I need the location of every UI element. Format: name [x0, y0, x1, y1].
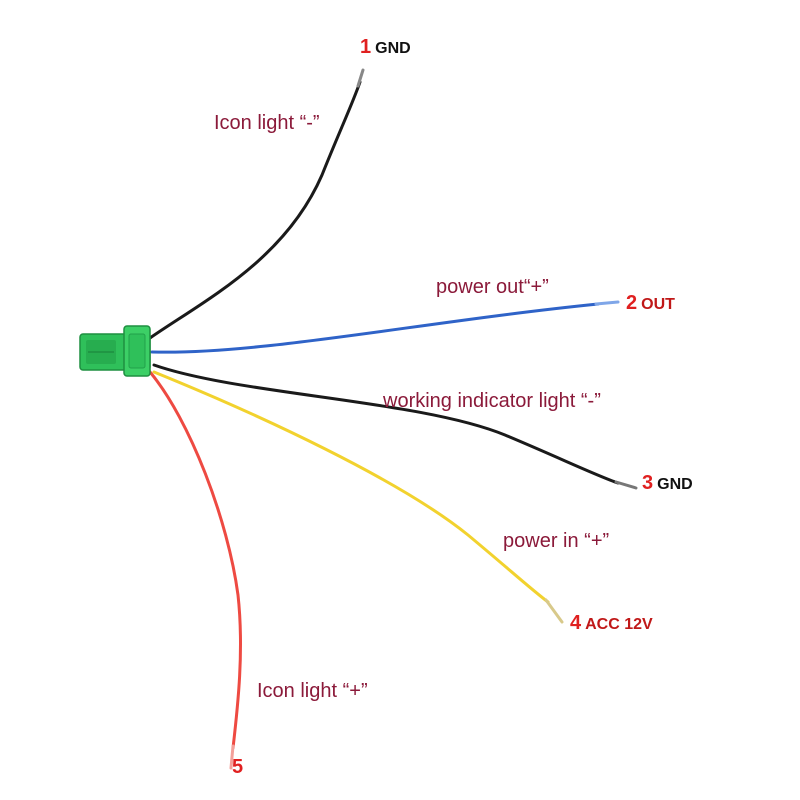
wire-1-description: Icon light “-”	[214, 112, 320, 134]
wire-2-description: power out“+”	[436, 276, 549, 298]
wire-4-yellow	[152, 370, 550, 604]
wire-1-black	[148, 80, 362, 340]
connector-icon	[79, 325, 151, 377]
pin-4-number: 4	[570, 612, 582, 634]
pin-3-number: 3	[642, 472, 654, 494]
wire-2-blue	[150, 302, 600, 354]
wire-5-tip	[229, 744, 235, 770]
pin-5-number: 5	[232, 756, 244, 778]
pin-5-label: 5	[232, 756, 247, 779]
wire-3-description: working indicator light “-”	[383, 390, 601, 412]
pin-2-text: OUT	[641, 296, 675, 313]
pin-3-text: GND	[657, 476, 693, 493]
wire-1-tip	[356, 68, 365, 88]
wire-4-description: power in “+”	[503, 530, 610, 552]
pin-2-number: 2	[626, 292, 638, 314]
wire-5-red	[148, 370, 243, 750]
pin-1-number: 1	[360, 36, 372, 58]
wire-3-tip	[614, 480, 638, 490]
wire-3-black	[152, 363, 620, 485]
wire-5-description: Icon light “+”	[257, 680, 368, 702]
pin-1-text: GND	[375, 40, 411, 57]
wire-4-tip	[544, 598, 564, 624]
wire-2-tip	[594, 300, 620, 306]
pin-4-text: ACC 12V	[585, 616, 653, 633]
